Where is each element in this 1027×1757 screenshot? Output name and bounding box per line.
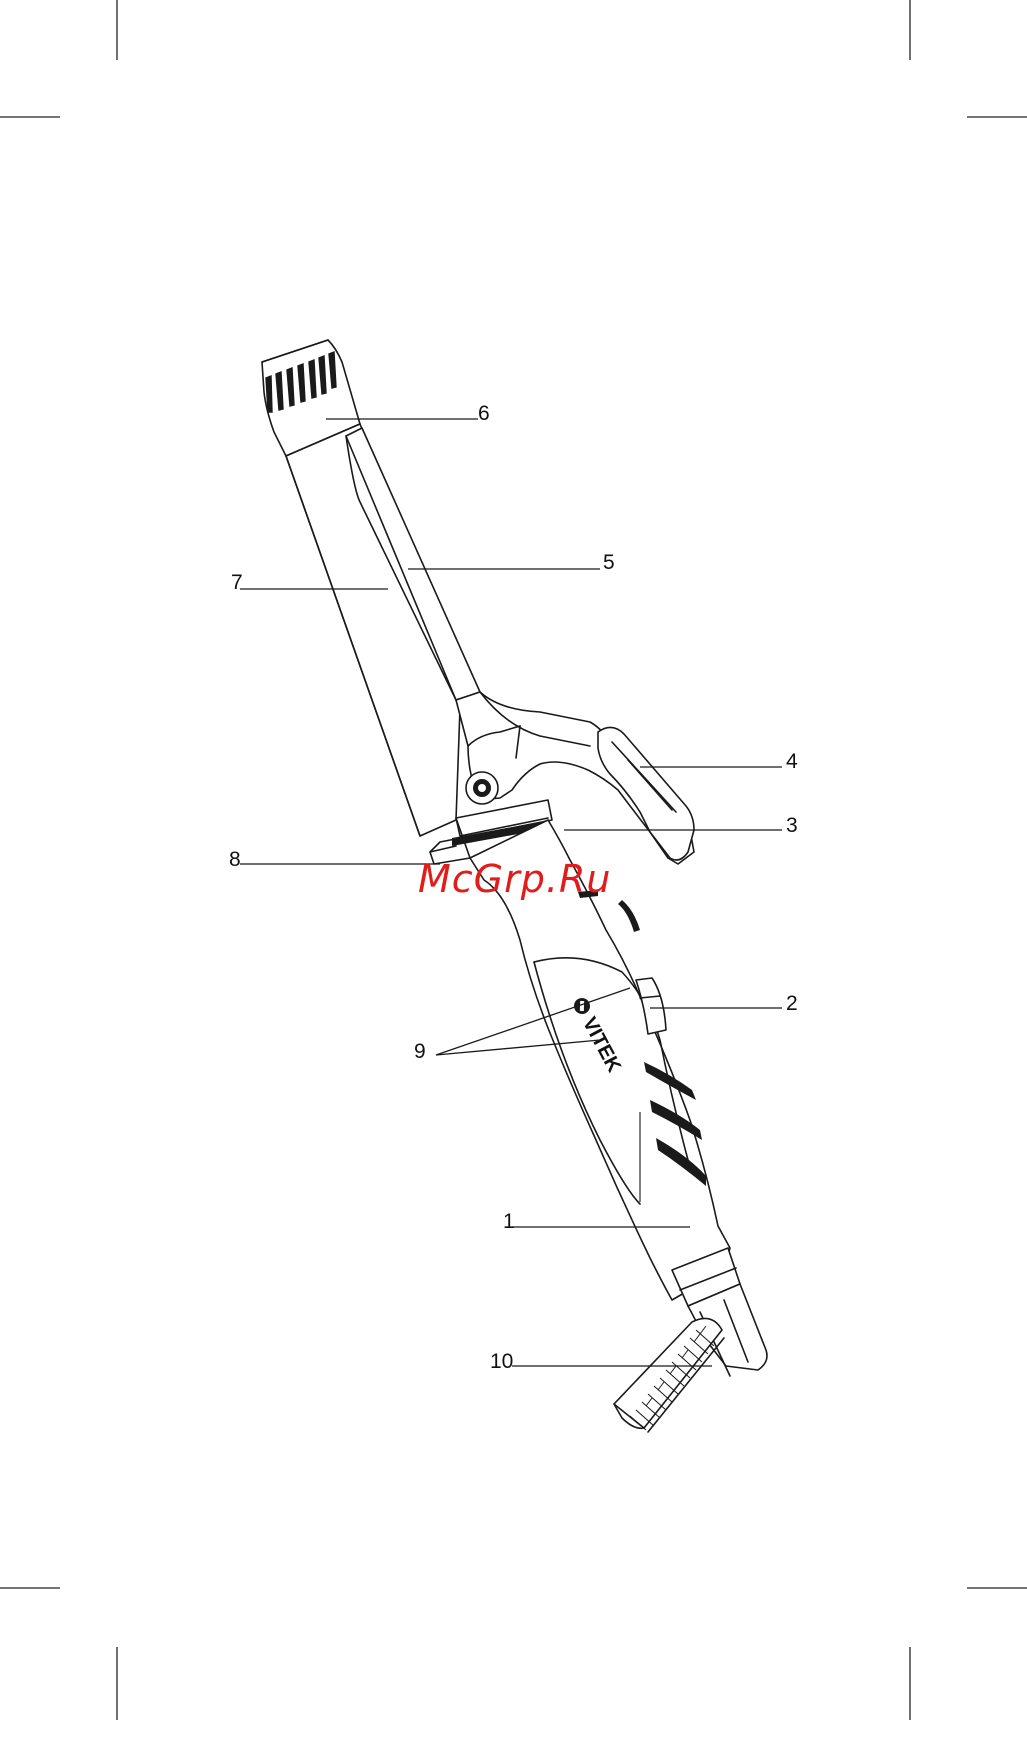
callout-10: 10: [490, 1350, 513, 1373]
clamp-thumb-lever: [598, 727, 694, 860]
callout-6: 6: [478, 402, 490, 425]
callout-3: 3: [786, 814, 798, 837]
callout-7: 7: [231, 571, 243, 594]
watermark: McGrp.Ru: [418, 857, 611, 901]
callout-2: 2: [786, 992, 798, 1015]
callout-8: 8: [229, 848, 241, 871]
swivel-cord: [614, 1284, 767, 1432]
callout-1: 1: [503, 1210, 515, 1233]
callout-5: 5: [603, 551, 615, 574]
callout-4: 4: [786, 750, 798, 773]
pivot-hinge: [466, 772, 498, 804]
callout-9: 9: [414, 1040, 426, 1063]
